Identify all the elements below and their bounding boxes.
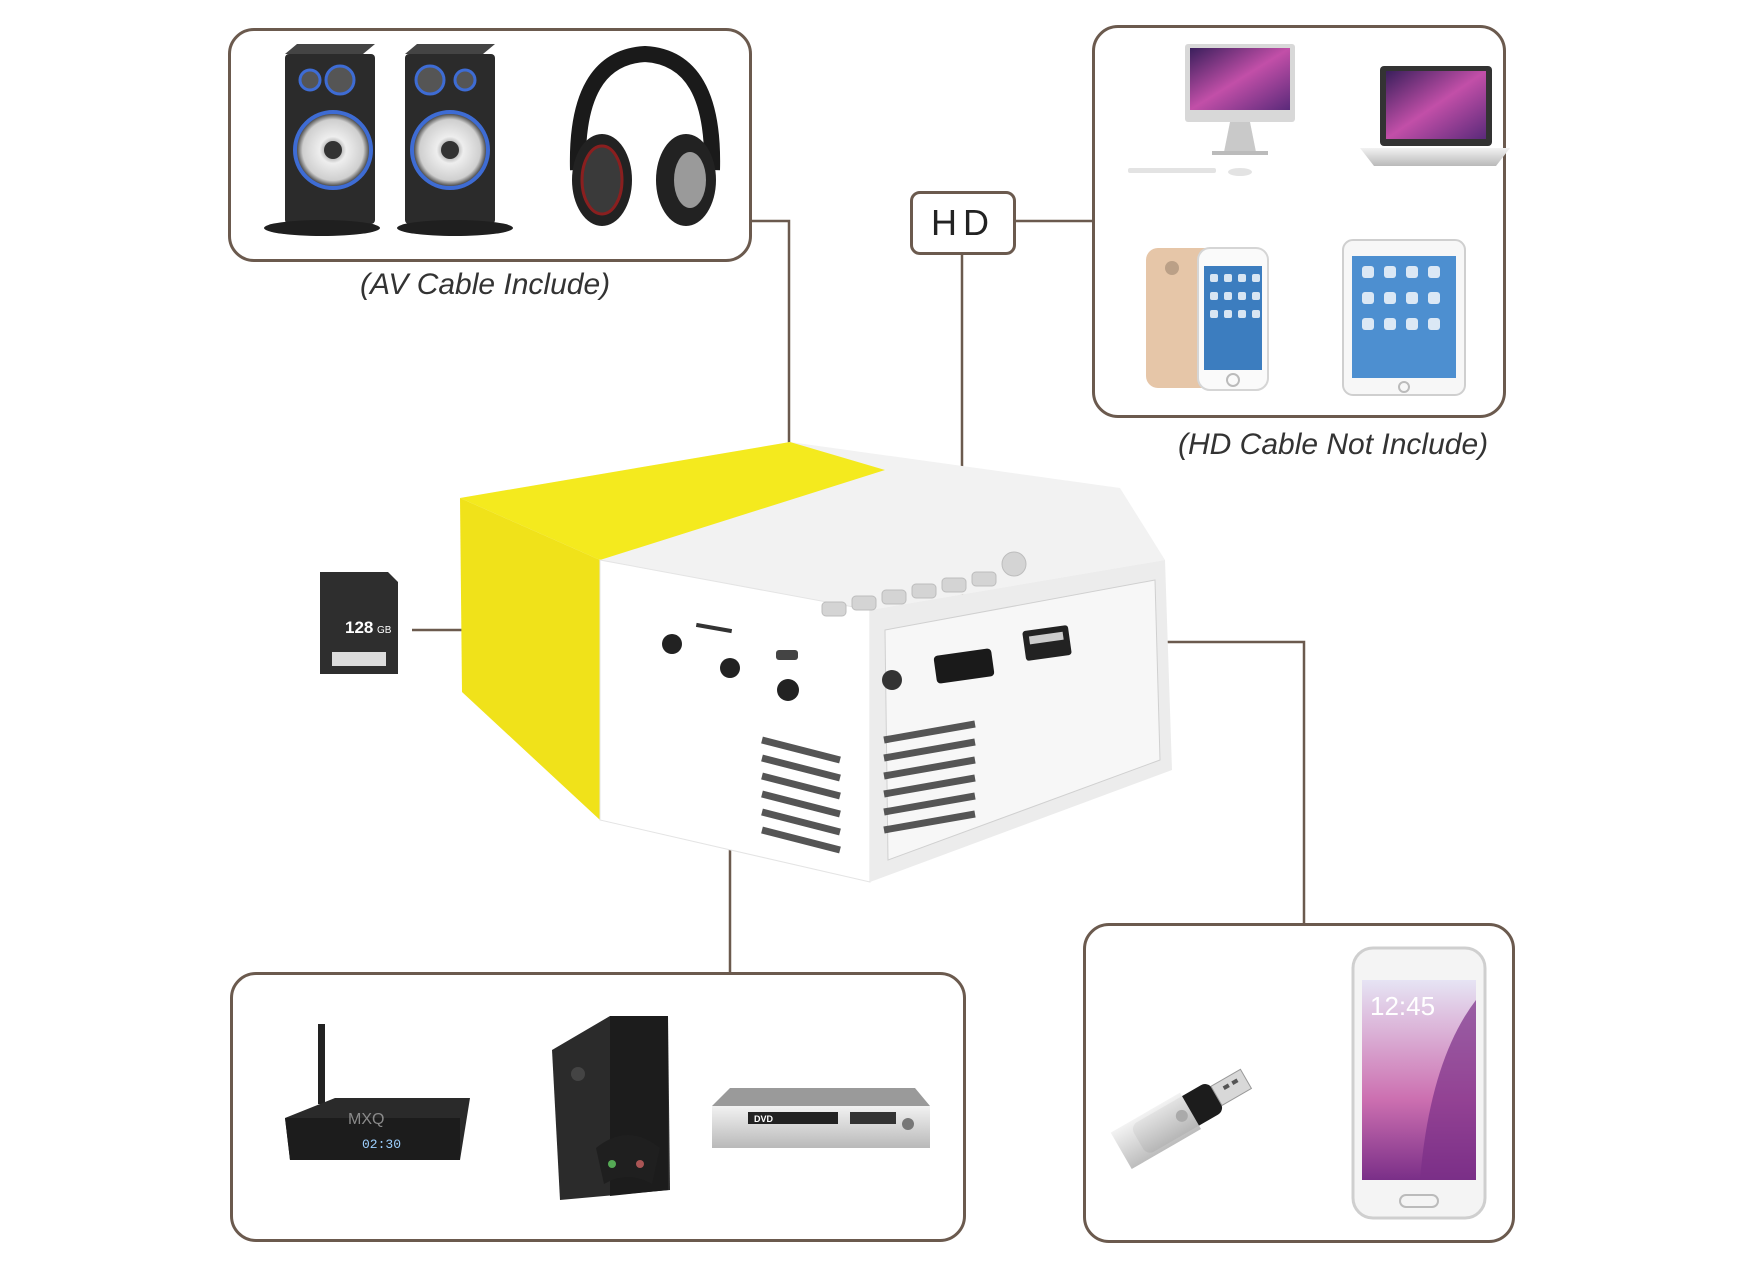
- usb-drive-icon: [1110, 1068, 1253, 1170]
- macbook-icon: [1360, 66, 1510, 166]
- projector-icon: [460, 442, 1172, 883]
- tv-box-icon: MXQ 02:30: [285, 1024, 470, 1160]
- imac-icon: [1128, 44, 1295, 176]
- speakers-icon: [264, 44, 513, 236]
- phone-clock: 12:45: [1370, 991, 1435, 1021]
- iphone-icon: [1146, 247, 1269, 391]
- tv-box-brand: MXQ: [348, 1111, 384, 1128]
- av-cable-caption: (AV Cable Include): [360, 268, 611, 301]
- sd-card-icon: 128 GB: [320, 572, 398, 674]
- sd-card-capacity: 128: [345, 618, 373, 637]
- dvd-logo: DVD: [754, 1114, 774, 1124]
- dvd-player-icon: DVD: [712, 1088, 930, 1148]
- game-console-icon: [552, 1016, 670, 1200]
- tv-box-clock: 02:30: [362, 1137, 401, 1152]
- sd-card-unit: GB: [377, 625, 392, 636]
- android-phone-icon: 12:45: [1351, 946, 1487, 1220]
- hd-port-label: HD: [910, 191, 1016, 255]
- ipad-icon: [1342, 239, 1466, 396]
- headphones-icon: [569, 45, 721, 226]
- hd-cable-caption: (HD Cable Not Include): [1178, 428, 1489, 461]
